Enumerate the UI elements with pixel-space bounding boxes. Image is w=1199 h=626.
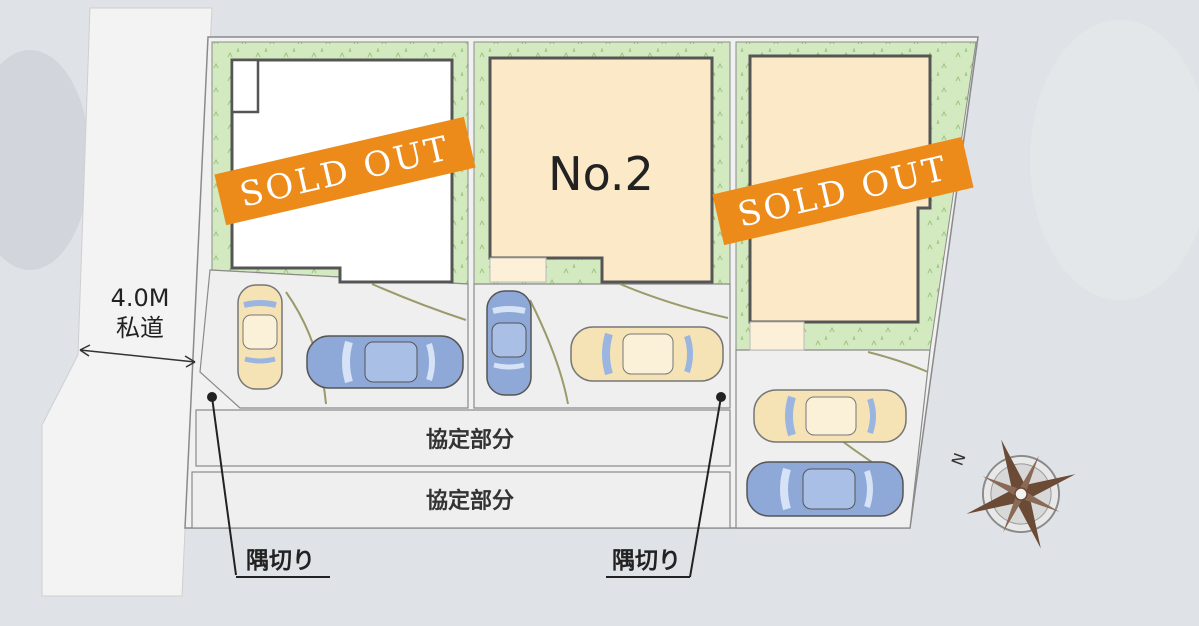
corner-cut-markers: 隅切り 隅切り xyxy=(207,392,726,578)
shared-area-label-1: 協定部分 xyxy=(426,427,514,453)
compass-rose-icon xyxy=(966,439,1076,549)
road-width-annotation: 4.0M 私道 xyxy=(79,284,196,368)
road-type-label: 私道 xyxy=(116,314,164,342)
shared-area-label-2: 協定部分 xyxy=(426,488,514,514)
lot-2 xyxy=(473,41,731,409)
cars xyxy=(237,284,907,517)
road-width-label: 4.0M xyxy=(111,284,170,312)
car-icon xyxy=(746,461,904,517)
car-icon xyxy=(306,335,464,389)
car-icon xyxy=(570,326,724,382)
corner-cut-label-right: 隅切り xyxy=(612,548,681,574)
car-icon xyxy=(486,290,532,396)
shared-area-strips: 協定部分 協定部分 xyxy=(191,409,731,529)
corner-cut-label-left: 隅切り xyxy=(246,548,315,574)
car-icon xyxy=(237,284,283,390)
car-icon xyxy=(753,389,907,443)
lot-2-label: No.2 xyxy=(548,147,654,201)
